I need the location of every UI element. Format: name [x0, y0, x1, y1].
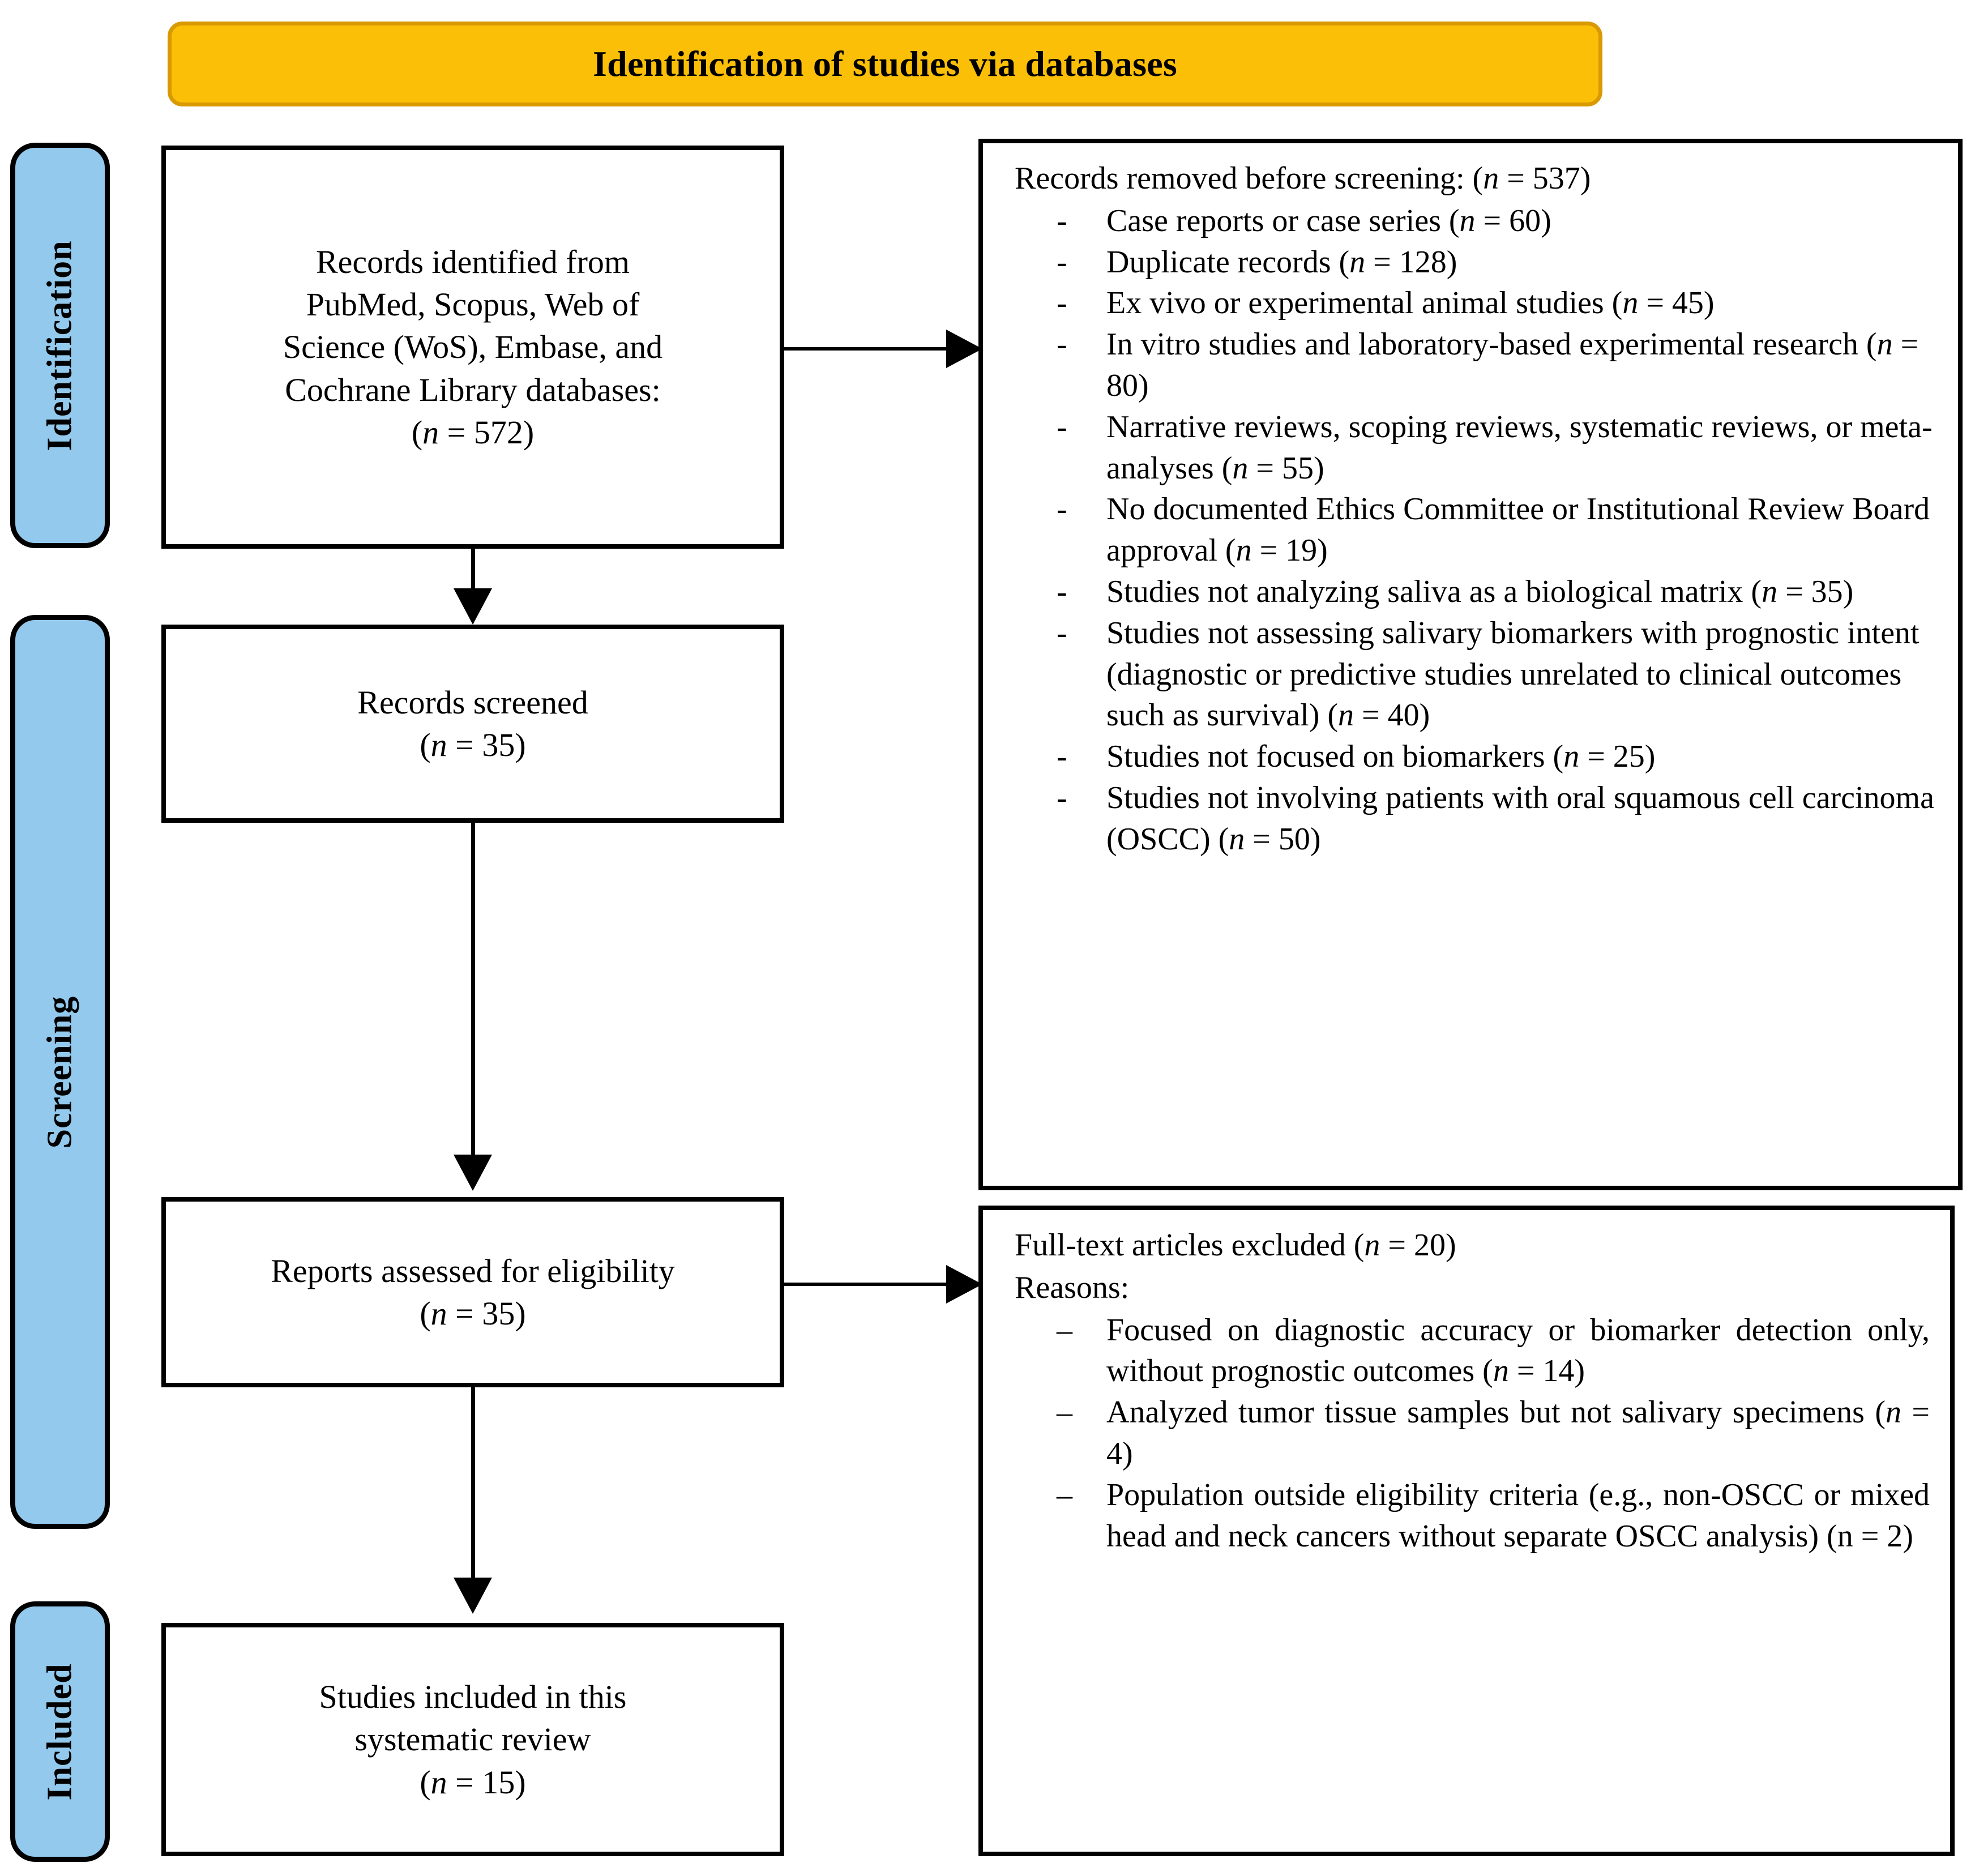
stage-tab-screening-label: Screening — [40, 995, 79, 1148]
fulltext-excluded-item: –Population outside eligibility criteria… — [1000, 1475, 1930, 1557]
records-removed-reason-list: - Case reports or case series (n = 60) - Du… — [1000, 200, 1938, 860]
records-removed-item-text: Duplicate records (n = 128) — [1106, 244, 1457, 280]
box-fulltext-articles-excluded: Full-text articles excluded (n = 20) Rea… — [978, 1206, 1955, 1856]
box-reports-assessed-count: (n = 35) — [420, 1295, 526, 1332]
records-removed-item-text: Studies not analyzing saliva as a biolog… — [1106, 574, 1854, 609]
connector-identified-to-screened-arrow — [454, 588, 492, 625]
fulltext-excluded-reason-list: –Focused on diagnostic accuracy or bioma… — [1000, 1310, 1930, 1557]
fulltext-excluded-item-text: Analyzed tumor tissue samples but not sa… — [1106, 1395, 1930, 1471]
box-studies-included-line-1: Studies included in this — [319, 1678, 627, 1715]
fulltext-excluded-item: –Focused on diagnostic accuracy or bioma… — [1000, 1310, 1930, 1392]
list-bullet-icon: – — [1057, 1395, 1072, 1430]
stage-tab-identification: Identification — [10, 143, 110, 548]
records-removed-item: - In vitro studies and laboratory-based e… — [1000, 324, 1938, 407]
records-removed-item-text: Ex vivo or experimental animal studies (… — [1106, 285, 1715, 321]
connector-screened-to-eligibility-arrow — [454, 1155, 492, 1191]
stage-tab-included: Included — [10, 1601, 110, 1862]
records-removed-item: - Studies not assessing salivary biomarke… — [1000, 613, 1938, 736]
records-removed-item-text: Studies not involving patients with oral… — [1106, 780, 1934, 857]
records-removed-item-text: Studies not assessing salivary biomarker… — [1106, 615, 1920, 733]
box-records-screened-count: (n = 35) — [420, 727, 526, 763]
list-bullet-icon: - — [1057, 285, 1067, 321]
box-records-screened-line-1: Records screened — [357, 683, 588, 721]
records-removed-heading: Records removed before screening: (n = 5… — [1015, 161, 1591, 196]
box-reports-assessed-line-1: Reports assessed for eligibility — [271, 1252, 675, 1289]
box-records-identified-line-2: PubMed, Scopus, Web of — [306, 285, 640, 323]
records-removed-item: - Ex vivo or experimental animal studies … — [1000, 283, 1938, 324]
box-records-identified-line-4: Cochrane Library databases: — [285, 371, 661, 408]
connector-identified-to-removed-arrow — [946, 330, 982, 368]
connector-identified-to-screened-line — [471, 549, 475, 591]
box-records-identified-line-3: Science (WoS), Embase, and — [283, 328, 663, 366]
list-bullet-icon: – — [1057, 1312, 1072, 1348]
list-bullet-icon: - — [1057, 615, 1067, 651]
records-removed-item: - Studies not analyzing saliva as a biolo… — [1000, 571, 1938, 613]
connector-screened-to-eligibility-line — [471, 823, 475, 1157]
fulltext-excluded-item-text: Focused on diagnostic accuracy or biomar… — [1106, 1312, 1930, 1389]
fulltext-excluded-heading: Full-text articles excluded (n = 20) — [1015, 1228, 1456, 1263]
records-removed-item-text: In vitro studies and laboratory-based ex… — [1106, 327, 1919, 403]
list-bullet-icon: - — [1057, 780, 1067, 815]
diagram-header-banner: Identification of studies via databases — [168, 22, 1602, 106]
records-removed-item: - Narrative reviews, scoping reviews, sys… — [1000, 407, 1938, 489]
list-bullet-icon: - — [1057, 409, 1067, 445]
records-removed-item: - Studies not involving patients with ora… — [1000, 777, 1938, 860]
list-bullet-icon: - — [1057, 244, 1067, 280]
connector-eligibility-to-included-line — [471, 1387, 475, 1580]
page-title: Identification of studies via databases — [593, 43, 1177, 84]
list-bullet-icon: - — [1057, 327, 1067, 362]
box-records-removed-before-screening: Records removed before screening: (n = 5… — [978, 139, 1963, 1190]
records-removed-item: - No documented Ethics Committee or Insti… — [1000, 489, 1938, 571]
connector-eligibility-to-fulltext-arrow — [946, 1265, 982, 1304]
box-studies-included-line-2: systematic review — [354, 1721, 591, 1758]
connector-identified-to-removed-line — [784, 347, 948, 351]
box-studies-included-count: (n = 15) — [420, 1763, 526, 1801]
list-bullet-icon: - — [1057, 574, 1067, 609]
list-bullet-icon: - — [1057, 203, 1067, 238]
records-removed-item-text: Narrative reviews, scoping reviews, syst… — [1106, 409, 1933, 486]
connector-eligibility-to-fulltext-line — [784, 1283, 948, 1286]
records-removed-item-text: No documented Ethics Committee or Instit… — [1106, 492, 1930, 569]
stage-tab-screening: Screening — [10, 615, 110, 1529]
box-records-identified-line-1: Records identified from — [315, 243, 630, 280]
fulltext-excluded-item-text: Population outside eligibility criteria … — [1106, 1477, 1930, 1554]
records-removed-item: - Studies not focused on biomarkers (n = … — [1000, 736, 1938, 777]
fulltext-excluded-reasons-label: Reasons: — [1015, 1270, 1130, 1305]
list-bullet-icon: - — [1057, 492, 1067, 527]
stage-tab-identification-label: Identification — [40, 240, 79, 451]
stage-tab-included-label: Included — [40, 1663, 79, 1801]
records-removed-item: - Duplicate records (n = 128) — [1000, 242, 1938, 283]
box-studies-included: Studies included in this systematic revi… — [161, 1623, 784, 1856]
records-removed-item-text: Studies not focused on biomarkers (n = 2… — [1106, 739, 1656, 775]
box-records-screened: Records screened (n = 35) — [161, 625, 784, 823]
records-removed-item-text: Case reports or case series (n = 60) — [1106, 203, 1551, 238]
connector-eligibility-to-included-arrow — [454, 1578, 492, 1614]
box-records-identified-count: (n = 572) — [411, 414, 535, 451]
list-bullet-icon: – — [1057, 1477, 1072, 1512]
box-reports-assessed-for-eligibility: Reports assessed for eligibility (n = 35… — [161, 1197, 784, 1387]
list-bullet-icon: - — [1057, 739, 1067, 775]
box-records-identified: Records identified from PubMed, Scopus, … — [161, 146, 784, 549]
fulltext-excluded-item: –Analyzed tumor tissue samples but not s… — [1000, 1392, 1930, 1475]
records-removed-item: - Case reports or case series (n = 60) — [1000, 200, 1938, 242]
